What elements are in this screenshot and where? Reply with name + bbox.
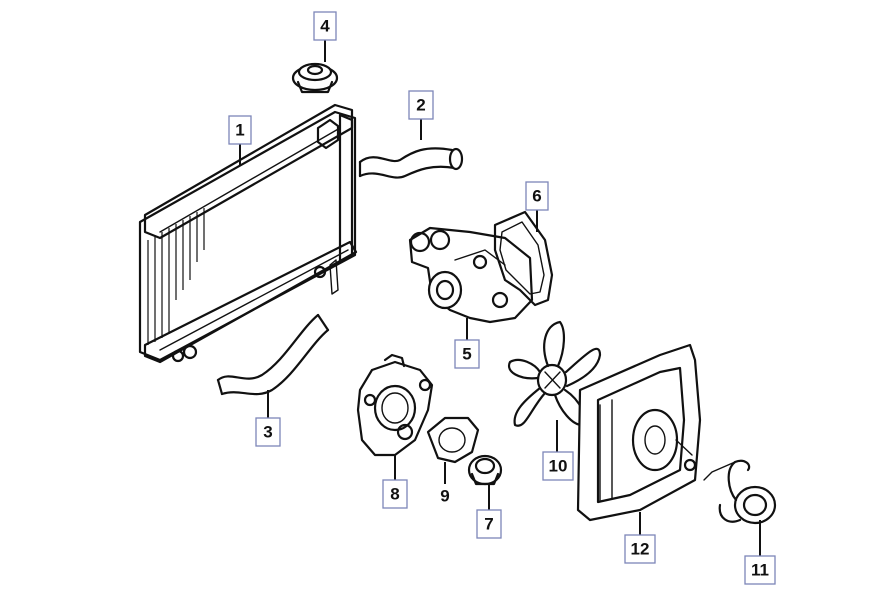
callout-label-10: 10 — [549, 457, 568, 476]
fan-shroud — [576, 343, 702, 522]
callout-4: 4 — [313, 11, 337, 62]
callout-5: 5 — [454, 318, 480, 369]
callout-label-12: 12 — [631, 540, 650, 559]
callout-label-4: 4 — [320, 17, 330, 36]
lower-radiator-hose — [216, 313, 330, 396]
callout-label-11: 11 — [751, 561, 769, 580]
callout-12: 12 — [624, 512, 656, 564]
callout-label-5: 5 — [462, 345, 471, 364]
thermostat-housing — [356, 353, 434, 457]
water-pump-gasket — [493, 210, 554, 307]
callout-11: 11 — [744, 520, 776, 585]
callout-label-3: 3 — [263, 423, 272, 442]
callout-2: 2 — [408, 90, 434, 140]
callout-label-6: 6 — [532, 187, 541, 206]
callout-label-1: 1 — [235, 121, 244, 140]
callout-label-7: 7 — [484, 515, 493, 534]
callout-8: 8 — [382, 455, 408, 509]
callout-9: 9 — [440, 462, 450, 506]
thermostat-housing-gasket — [426, 416, 480, 464]
callout-label-8: 8 — [390, 485, 399, 504]
water-pump — [408, 226, 534, 324]
fan-motor — [703, 459, 777, 525]
radiator — [138, 103, 358, 364]
callout-1: 1 — [228, 115, 252, 165]
radiator-cap — [291, 62, 339, 94]
thermostat — [467, 454, 503, 486]
callout-7: 7 — [476, 484, 502, 539]
callout-label-2: 2 — [416, 96, 425, 115]
upper-radiator-hose — [358, 147, 464, 179]
callout-10: 10 — [542, 420, 574, 481]
callout-6: 6 — [525, 181, 549, 232]
callout-3: 3 — [255, 390, 281, 447]
callout-label-9: 9 — [440, 487, 449, 506]
cooling-fan-blade — [507, 320, 602, 427]
